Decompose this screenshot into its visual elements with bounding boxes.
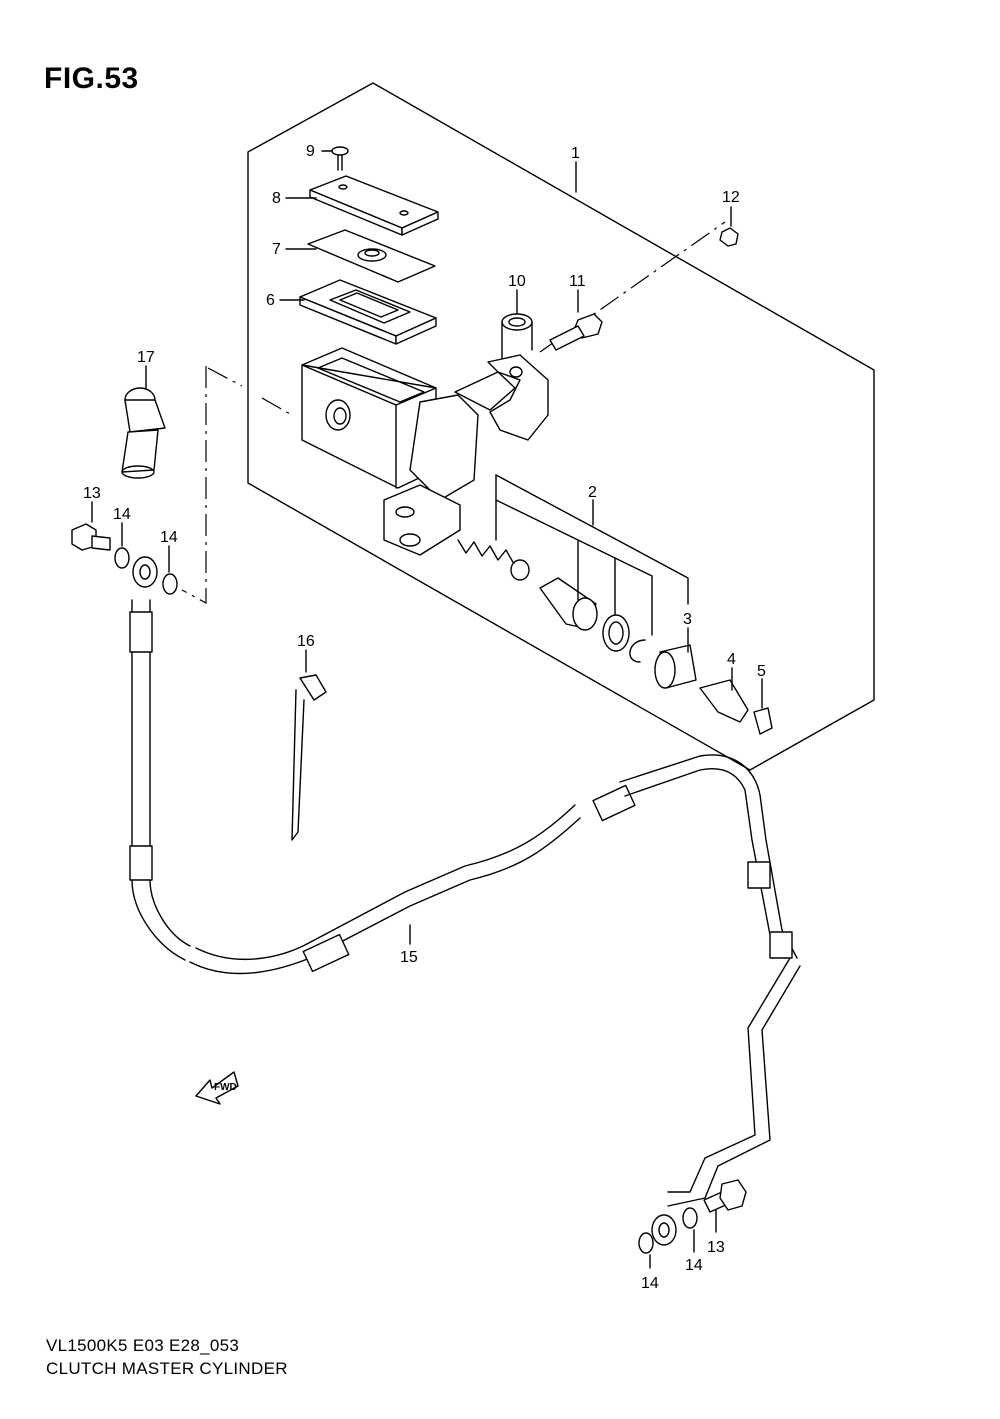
callout-13-left: 13 <box>83 485 101 502</box>
callout-4: 4 <box>727 651 736 668</box>
banjo-bolt-part-13-right <box>703 1179 747 1213</box>
fwd-label: FWD <box>214 1082 237 1093</box>
callout-13-right: 13 <box>707 1239 725 1256</box>
callout-15: 15 <box>400 949 418 966</box>
callout-11: 11 <box>569 273 586 290</box>
washer-part-14-b <box>162 573 178 595</box>
plate-part-7 <box>307 229 436 283</box>
bolt-part-11 <box>549 313 603 351</box>
nut-part-12 <box>719 227 739 247</box>
figure-title: FIG.53 <box>44 62 139 95</box>
assembly-boundary <box>247 82 875 771</box>
washer-part-14-c <box>682 1207 698 1229</box>
master-cylinder-body <box>301 347 516 556</box>
callout-12: 12 <box>722 189 740 206</box>
hose-routing-guide <box>181 366 207 605</box>
callout-1: 1 <box>571 145 580 162</box>
cover-part-17 <box>121 387 166 479</box>
model-code: VL1500K5 E03 E28_053 <box>46 1336 240 1355</box>
callout-8: 8 <box>272 190 281 207</box>
guide-line-upper <box>207 367 243 387</box>
callout-9: 9 <box>306 143 315 160</box>
circlip <box>629 639 646 663</box>
callout-14-b: 14 <box>160 529 178 546</box>
banjo-fitting-left <box>132 556 158 588</box>
callout-14-d: 14 <box>641 1275 659 1292</box>
banjo-bolt-part-13-left <box>71 523 111 551</box>
guide-line-body <box>261 397 291 415</box>
piston-part-2 <box>539 577 598 631</box>
clamp-part-16 <box>291 674 327 841</box>
callout-2: 2 <box>588 484 597 501</box>
callout-6: 6 <box>266 292 275 309</box>
callout-14-c: 14 <box>685 1257 703 1274</box>
diaphragm-part-6 <box>299 279 437 345</box>
callout-10: 10 <box>508 273 526 290</box>
fwd-arrow-icon: FWD <box>195 1071 239 1105</box>
cap-part-5 <box>753 707 773 735</box>
callout-17: 17 <box>137 349 155 366</box>
screw-part-9 <box>331 146 349 171</box>
callout-5: 5 <box>757 663 766 680</box>
push-rod-part-4 <box>699 679 749 723</box>
callout-3: 3 <box>683 611 692 628</box>
cup-seal <box>602 614 630 652</box>
spring-part-2 <box>457 539 530 581</box>
figure-name: CLUTCH MASTER CYLINDER <box>46 1359 288 1378</box>
reservoir-cap-part-8 <box>309 175 439 236</box>
washer-part-14-d <box>638 1232 654 1254</box>
callout-7: 7 <box>272 241 281 258</box>
clutch-hose-part-15 <box>129 599 801 1246</box>
callout-14-a: 14 <box>113 506 131 523</box>
lever-bracket-part-10 <box>487 313 549 441</box>
callout-16: 16 <box>297 633 315 650</box>
boot-part-3 <box>654 644 697 689</box>
leader-lines <box>91 150 763 1269</box>
washer-part-14-a <box>114 547 130 569</box>
